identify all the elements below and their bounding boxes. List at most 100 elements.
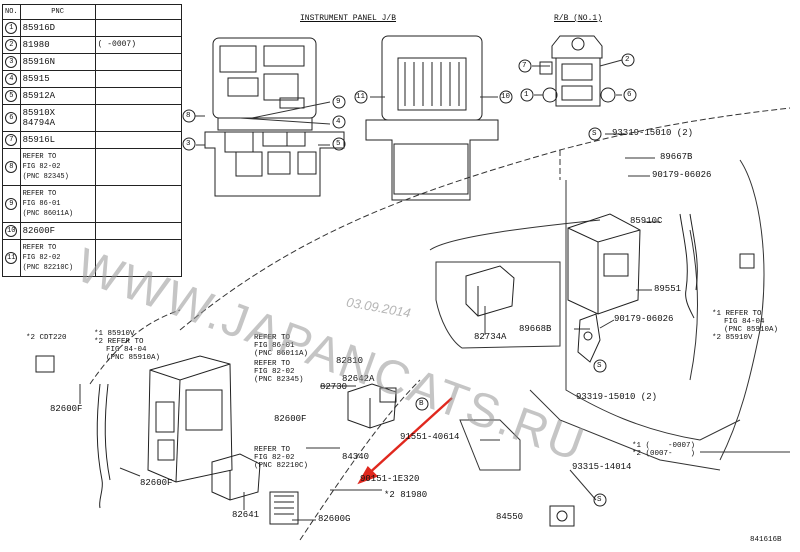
wire-harness-right	[679, 213, 698, 319]
connector-cdt220	[35, 355, 55, 373]
instrument-panel-jb-front	[212, 37, 317, 131]
legend-row-note	[94, 239, 183, 277]
callout-5: 5	[336, 140, 341, 148]
legend-row-number: 3	[2, 53, 21, 71]
label-82641: 82641	[232, 510, 260, 520]
legend-pnc-line: 84794A	[22, 118, 56, 128]
label-serial-note: *1 ( -0007)*2 (0007- )	[632, 442, 696, 458]
module-82730	[347, 383, 397, 429]
legend-row: 10 82600F	[2, 222, 183, 240]
title-instrument-panel-jb: INSTRUMENT PANEL J/B	[300, 14, 397, 23]
label-91551: 91551-40614	[400, 432, 460, 442]
label-93319-top: 93319-15010 (2)	[612, 128, 694, 138]
left-junction-block	[147, 355, 233, 483]
legend-pnc-line: FIG 82-02	[22, 163, 61, 171]
label-81980: *2 81980	[384, 490, 428, 500]
label-89667b: 89667B	[660, 152, 693, 162]
legend-row: 4 85915	[2, 70, 183, 88]
legend-number-circle: 9	[5, 198, 18, 210]
legend-number-circle: 1	[5, 22, 18, 34]
callout-1: 1	[524, 91, 529, 99]
label-89668b: 89668B	[519, 324, 552, 334]
legend-pnc-line: (PNC 86011A)	[22, 210, 74, 218]
legend-number-circle: 7	[5, 134, 18, 146]
label-82730: 82730	[320, 382, 348, 392]
dashboard-panel	[429, 159, 790, 471]
legend-pnc-line: FIG 86-01	[22, 200, 61, 208]
bracket-89668b	[577, 313, 601, 363]
legend-row: 8 REFER TO FIG 82-02 (PNC 82345)	[2, 148, 183, 186]
legend-row-number: 7	[2, 131, 21, 149]
label-cdt220: *2 CDT220	[26, 334, 67, 342]
callout-3: 3	[186, 140, 191, 148]
label-90151: 90151-1E320	[360, 474, 420, 484]
callout-9: 9	[336, 98, 341, 106]
callout-b: B	[419, 400, 424, 408]
label-89551: 89551	[654, 284, 682, 294]
legend-pnc-line: (PNC 82210C)	[22, 264, 74, 272]
label-90179-top: 90179-06026	[652, 170, 712, 180]
label-90179-mid: 90179-06026	[614, 314, 674, 324]
label-82600f-left: 82600F	[50, 404, 83, 414]
callout-s-top: S	[592, 130, 597, 138]
label-82600g: 82600G	[318, 514, 351, 524]
legend-pnc-line: 85915	[22, 74, 50, 84]
label-85910c: 85910C	[630, 216, 663, 226]
label-figure-code: 841616B	[750, 536, 782, 544]
legend-pnc-line: 85910X	[22, 108, 56, 118]
label-82600f-bottom: 82600F	[140, 478, 173, 488]
connector-85910v	[739, 253, 755, 269]
label-82642a: 82642A	[342, 374, 375, 384]
legend-pnc-line: REFER TO	[22, 153, 57, 161]
callout-2: 2	[625, 56, 630, 64]
relay-82641	[211, 453, 261, 501]
callout-s-bot: S	[597, 496, 602, 504]
legend-row-note	[94, 185, 183, 223]
wire-harness-left	[96, 383, 111, 509]
instrument-panel-jb-front-lower	[204, 131, 345, 197]
label-82734a: 82734A	[474, 332, 507, 342]
label-93319-mid: 93319-15010 (2)	[576, 392, 658, 402]
legend-number-circle: 4	[5, 73, 18, 85]
callout-11: 11	[356, 93, 366, 101]
callout-4: 4	[336, 118, 341, 126]
legend-pnc-line: REFER TO	[22, 244, 57, 252]
callout-s-mid: S	[597, 362, 602, 370]
relay-block	[539, 35, 616, 107]
legend-pnc-line: 85912A	[22, 91, 56, 101]
legend-number-circle: 3	[5, 56, 18, 68]
legend-number-circle: 10	[5, 225, 18, 237]
legend-row: 1 85916D	[2, 19, 183, 37]
legend-pnc-line: 81980	[22, 40, 50, 50]
legend-row-pnc: REFER TO FIG 86-01 (PNC 86011A)	[19, 185, 96, 223]
bracket-82734a	[465, 265, 515, 317]
legend-number-circle: 11	[5, 252, 18, 264]
legend-number-circle: 2	[5, 39, 18, 51]
label-84550: 84550	[496, 512, 524, 522]
legend-pnc-line: REFER TO	[22, 190, 57, 198]
horn-84550	[549, 505, 575, 527]
legend-number-circle: 8	[5, 161, 18, 173]
label-84340: 84340	[342, 452, 370, 462]
legend-pnc-line: 85916D	[22, 23, 56, 33]
legend-pnc-line: 82600F	[22, 226, 56, 236]
label-82600f-mid: 82600F	[274, 414, 307, 424]
legend-pnc-line: 85916N	[22, 57, 56, 67]
callout-8: 8	[186, 112, 191, 120]
label-93315: 93315-14014	[572, 462, 632, 472]
title-relay-block: R/B (NO.1)	[554, 14, 603, 23]
dashboard-outline	[89, 107, 791, 541]
legend-pnc-line: (PNC 82345)	[22, 173, 69, 181]
